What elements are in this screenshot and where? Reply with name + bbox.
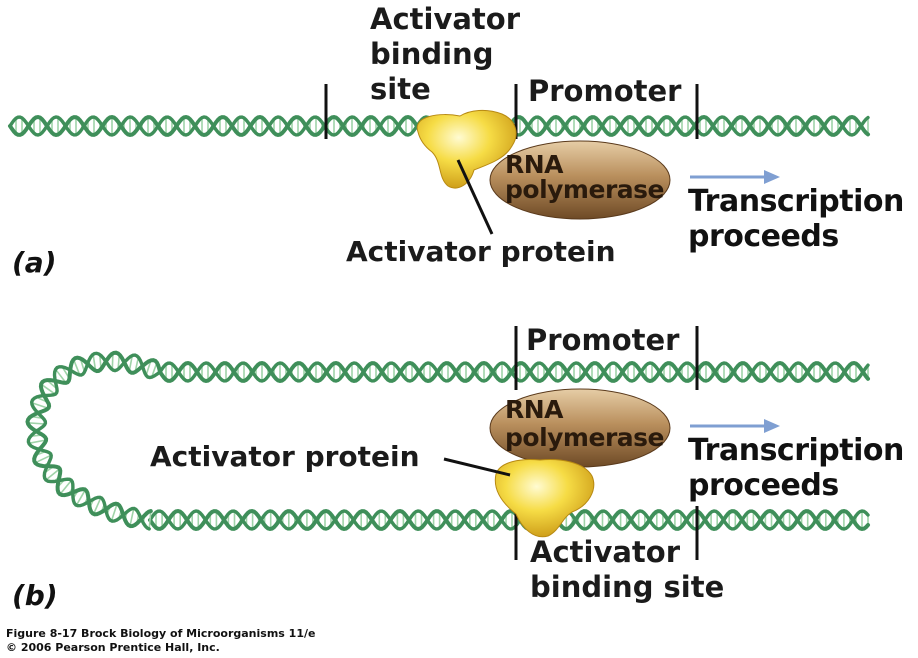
activator-protein-label-a: Activator protein: [346, 235, 616, 268]
transcription-label-b-line2: proceeds: [688, 468, 839, 503]
figure-caption-line2: © 2006 Pearson Prentice Hall, Inc.: [6, 641, 220, 654]
activator-binding-site-label-b-line1: Activator: [530, 535, 681, 569]
activator-protein-pointer-b: [443, 457, 511, 477]
activator-protein-pointer-a: [456, 159, 494, 235]
promoter-label-a: Promoter: [528, 74, 682, 108]
dna-loop-b: [25, 350, 162, 531]
rna-polymerase-shape-a: [489, 140, 671, 220]
activator-protein-shape-b: [494, 459, 595, 538]
activator-binding-site-label-a-line2: binding: [370, 37, 493, 71]
transcription-label-a-line1: Transcription: [688, 184, 904, 219]
rna-polymerase-label-b-line1: RNA: [505, 395, 564, 424]
dna-helix-b-bottom: [148, 508, 870, 532]
activator-protein-shape-a: [416, 109, 517, 189]
transcription-label-b-line1: Transcription: [688, 433, 904, 468]
rna-polymerase-label-b-line2: polymerase: [505, 423, 664, 452]
dna-helix-b-top: [158, 360, 870, 384]
panel-a: RNA polymerase Activator binding site Pr…: [8, 2, 904, 279]
panel-label-a: (a): [12, 246, 57, 279]
transcription-arrow-b: [690, 419, 780, 433]
transcription-label-a-line2: proceeds: [688, 219, 839, 254]
activator-binding-site-label-a-line1: Activator: [370, 2, 521, 36]
activator-protein-label-b: Activator protein: [150, 440, 420, 473]
promoter-label-b: Promoter: [526, 323, 680, 357]
activator-binding-site-label-a-line3: site: [370, 72, 431, 106]
activator-binding-site-label-b-line2: binding site: [530, 570, 724, 604]
panel-label-b: (b): [12, 579, 58, 612]
panel-b: RNA polymerase Promoter Activator protei…: [12, 323, 904, 612]
rna-polymerase-label-a-line1: RNA: [505, 150, 564, 179]
transcription-arrow-a: [690, 170, 780, 184]
figure-caption-line1: Figure 8-17 Brock Biology of Microorgani…: [6, 627, 315, 640]
rna-polymerase-label-a-line2: polymerase: [505, 175, 664, 204]
